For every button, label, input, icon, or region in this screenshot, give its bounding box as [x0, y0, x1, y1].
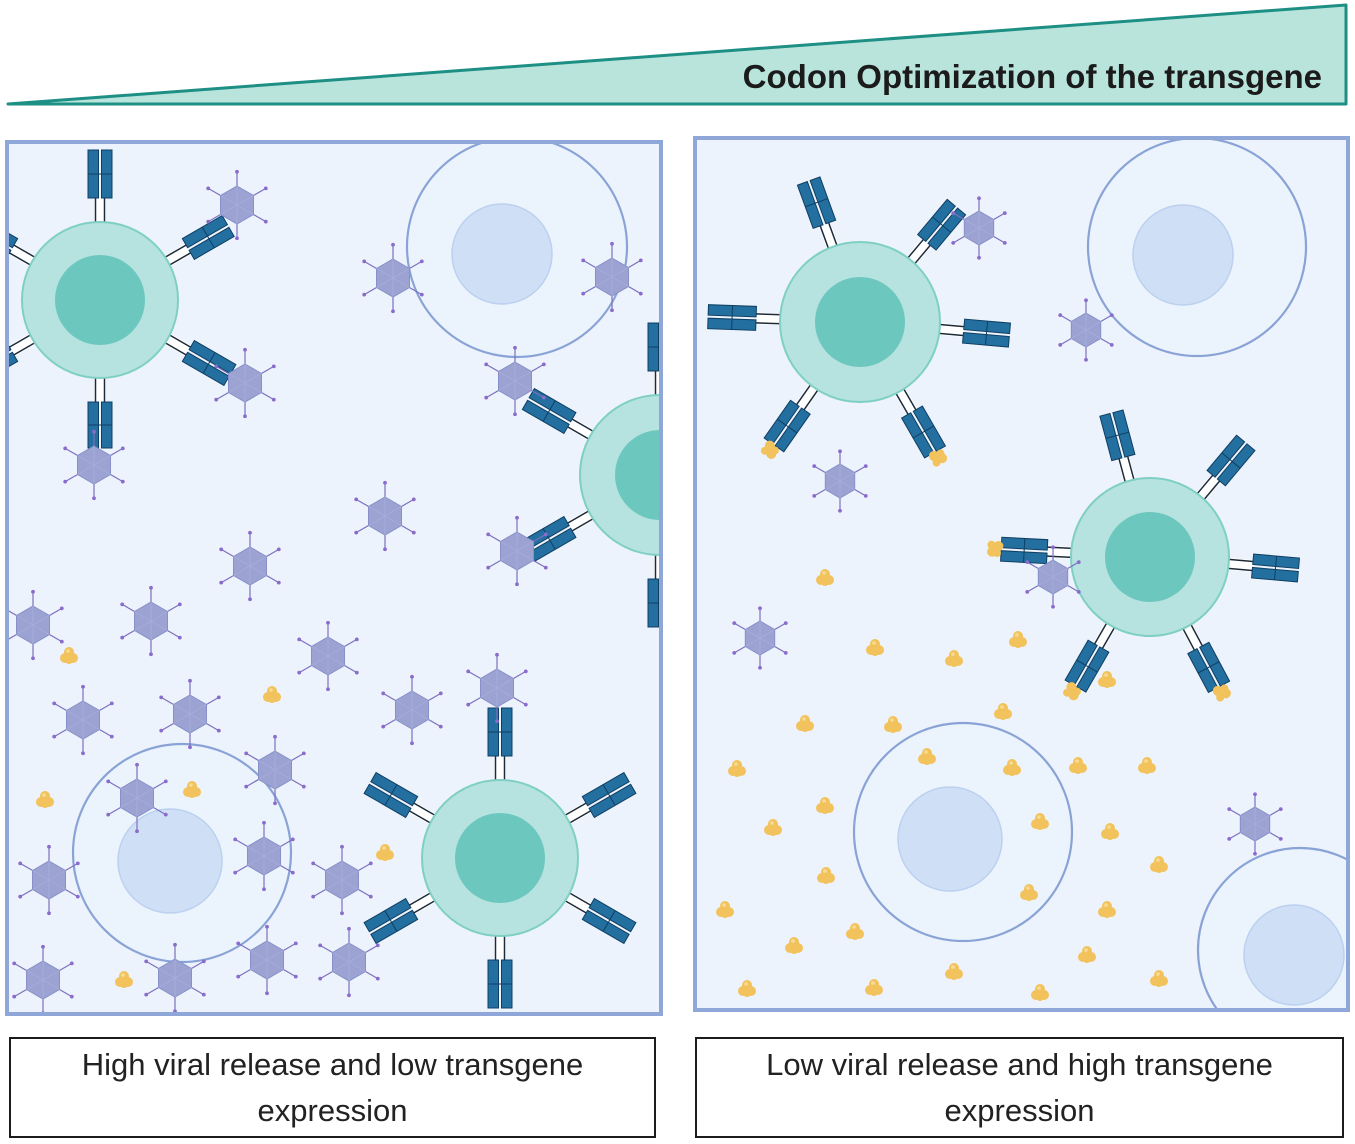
immune-cell [363, 707, 637, 1009]
virus-particle-icon [486, 515, 548, 587]
gradient-wedge [6, 3, 1348, 106]
transgene-protein-icon [1078, 946, 1096, 963]
transgene-protein-icon [846, 923, 864, 940]
virus-particle-icon [484, 345, 546, 417]
antibody-receptor [1222, 553, 1301, 583]
antibody-receptor [987, 536, 1078, 565]
transgene-protein-icon [1150, 970, 1168, 987]
virus-particle-icon [236, 924, 298, 996]
transgene-protein-icon [728, 760, 746, 777]
virus-particle-icon [311, 844, 373, 916]
antibody-receptor [487, 930, 513, 1009]
virus-particle-icon [52, 684, 114, 756]
transgene-protein-icon [866, 639, 884, 656]
transgene-protein-icon [1031, 813, 1049, 830]
transgene-protein-icon [263, 686, 281, 703]
transgene-protein-icon [945, 650, 963, 667]
immune-cell [707, 176, 1012, 467]
virus-particle-icon [362, 242, 424, 314]
transgene-protein-icon [1069, 757, 1087, 774]
left-panel-border [5, 140, 663, 1016]
transgene-protein-icon [60, 647, 78, 664]
transgene-protein-icon [36, 791, 54, 808]
transgene-protein-icon [1150, 856, 1168, 873]
virus-particle-icon [581, 241, 643, 313]
virus-particle-icon [812, 449, 868, 513]
transgene-protein-icon [816, 569, 834, 586]
virus-particle-icon [159, 678, 221, 750]
transgene-protein-icon [1101, 823, 1119, 840]
virus-particle-icon [12, 944, 74, 1014]
virus-particle-icon [1058, 298, 1114, 362]
virus-particle-icon [318, 926, 380, 998]
transgene-protein-icon [764, 819, 782, 836]
transgene-protein-icon [376, 844, 394, 861]
transgene-protein-icon [785, 937, 803, 954]
transgene-protein-icon [1031, 984, 1049, 1001]
transgene-protein-icon [817, 867, 835, 884]
antibody-receptor [159, 214, 235, 270]
left-panel-content [7, 142, 661, 1014]
antibody-receptor [1063, 617, 1119, 701]
transgene-protein-icon [716, 901, 734, 918]
virus-particle-icon [381, 674, 443, 746]
antibody-receptor [796, 176, 841, 255]
codon-optimization-gradient: Codon Optimization of the transgene [6, 3, 1348, 106]
transgene-protein-icon [738, 980, 756, 997]
antibody-receptor [1192, 434, 1256, 505]
transgene-protein-icon [183, 781, 201, 798]
transgene-protein-icon [918, 748, 936, 765]
antibody-receptor [1178, 618, 1231, 702]
virus-particle-icon [1025, 545, 1081, 609]
virus-particle-icon [106, 762, 168, 834]
virus-particle-icon [120, 585, 182, 657]
gradient-title: Codon Optimization of the transgene [743, 58, 1322, 95]
target-cell [852, 721, 1074, 943]
virus-particle-icon [63, 429, 125, 501]
immune-cell [987, 409, 1301, 702]
virus-particle-icon [18, 844, 80, 916]
transgene-protein-icon [865, 979, 883, 996]
transgene-protein-icon [115, 971, 133, 988]
transgene-protein-icon [1009, 631, 1027, 648]
right-panel-content [707, 138, 1348, 1010]
antibody-receptor [87, 372, 113, 449]
virus-particle-icon [732, 606, 788, 670]
transgene-protein-icon [945, 963, 963, 980]
transgene-protein-icon [816, 797, 834, 814]
virus-particle-icon [219, 530, 281, 602]
target-cell [1086, 138, 1308, 358]
target-cell [405, 142, 629, 359]
virus-particle-icon [244, 734, 306, 806]
virus-particle-icon [354, 480, 416, 552]
transgene-protein-icon [1098, 901, 1116, 918]
virus-particle-icon [951, 196, 1007, 260]
virus-particle-icon [7, 589, 64, 661]
virus-particle-icon [297, 620, 359, 692]
right-panel-caption: Low viral release and high transgene exp… [695, 1037, 1344, 1138]
left-panel-caption: High viral release and low transgene exp… [9, 1037, 656, 1138]
virus-particle-icon [466, 652, 528, 724]
transgene-protein-icon [1138, 757, 1156, 774]
virus-particle-icon [1227, 792, 1283, 856]
right-panel-border [693, 136, 1350, 1012]
transgene-protein-icon [1020, 884, 1038, 901]
target-cell [1196, 846, 1348, 1010]
antibody-receptor [159, 330, 237, 387]
virus-particle-icon [233, 820, 295, 892]
transgene-protein-icon [1003, 759, 1021, 776]
virus-particle-icon [144, 942, 206, 1014]
immune-cell [7, 149, 237, 449]
transgene-protein-icon [796, 715, 814, 732]
antibody-receptor [707, 304, 787, 331]
antibody-receptor [933, 318, 1012, 348]
virus-particle-icon [214, 347, 276, 419]
transgene-protein-icon [994, 703, 1012, 720]
virus-particle-icon [206, 169, 268, 241]
transgene-protein-icon [1098, 671, 1116, 688]
transgene-protein-icon [884, 716, 902, 733]
